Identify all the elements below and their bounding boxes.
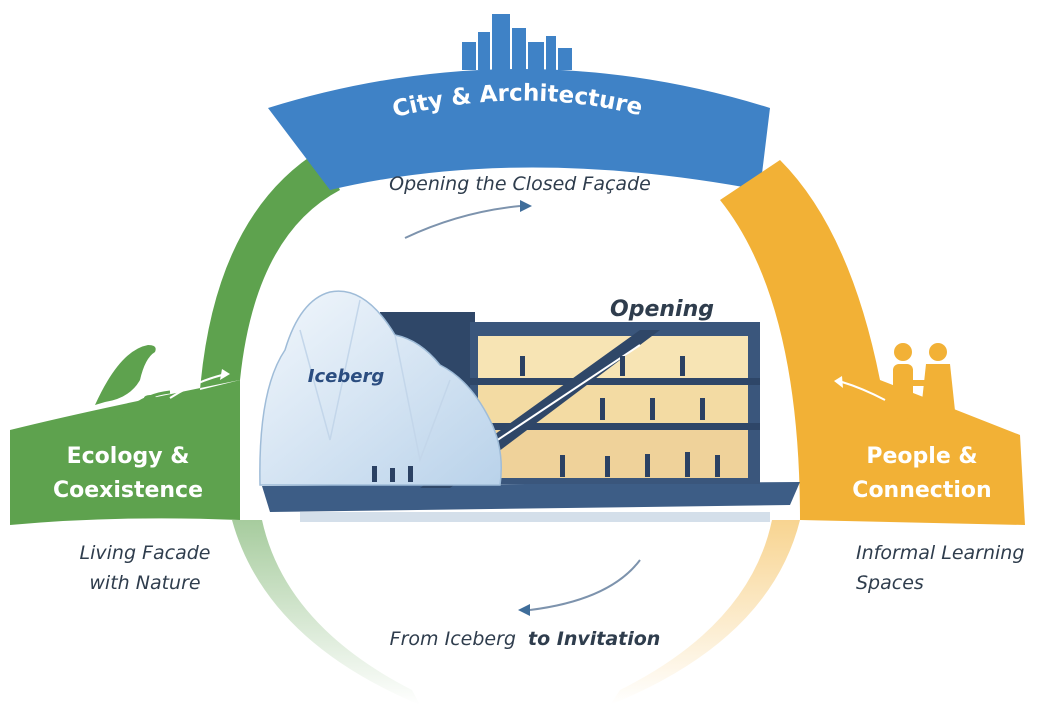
bottom-caption: From Iceberg to Invitation xyxy=(390,628,661,650)
right-arrowhead-icon xyxy=(834,376,843,388)
ecology-label-line1: Ecology & xyxy=(67,444,190,469)
bird-on-branch-icon xyxy=(95,345,171,421)
right-note-line1: Informal Learning xyxy=(856,542,1025,564)
floor-glass-low xyxy=(478,430,748,478)
ecology-segment xyxy=(10,150,340,525)
bottom-caption-emphasis: to Invitation xyxy=(528,628,660,650)
top-caption: Opening the Closed Façade xyxy=(389,173,651,195)
ring-fade-left xyxy=(232,520,420,705)
right-arrow-icon xyxy=(841,381,886,401)
people-segment xyxy=(720,160,1025,525)
left-note-line2: with Nature xyxy=(89,572,201,594)
iceberg-label: Iceberg xyxy=(308,366,385,387)
bottom-flow-arrowhead-icon xyxy=(518,604,530,616)
top-flow-arrowhead-icon xyxy=(520,200,532,212)
left-note-line1: Living Facade xyxy=(79,542,211,564)
iceberg-facade xyxy=(259,290,502,486)
bottom-flow-arrow xyxy=(529,559,641,611)
slab-1 xyxy=(470,378,760,385)
bottom-caption-prefix: From Iceberg xyxy=(390,628,516,650)
left-arrow-icon xyxy=(169,374,223,399)
people-silhouettes xyxy=(372,356,720,482)
people-label-line2: Connection xyxy=(852,478,991,503)
opening-label: Opening xyxy=(610,297,714,322)
building-illustration: Iceberg Opening xyxy=(259,290,800,522)
reflection xyxy=(300,512,770,522)
skyline-icon xyxy=(462,14,572,70)
ecology-label-line2: Coexistence xyxy=(53,478,203,503)
left-arrowhead-icon xyxy=(220,369,230,380)
top-flow-arrow xyxy=(404,205,521,239)
right-note-line2: Spaces xyxy=(856,572,924,594)
people-handshake-icon xyxy=(893,343,956,420)
ground xyxy=(262,482,800,512)
right-side-note: Informal Learning Spaces xyxy=(856,538,1031,598)
city-segment xyxy=(268,69,770,190)
slab-2 xyxy=(470,423,760,430)
iceberg-facet xyxy=(299,299,451,463)
people-label-line1: People & xyxy=(866,444,977,469)
left-side-note: Living Facade with Nature xyxy=(70,538,220,598)
ring-fade-right xyxy=(610,520,800,705)
